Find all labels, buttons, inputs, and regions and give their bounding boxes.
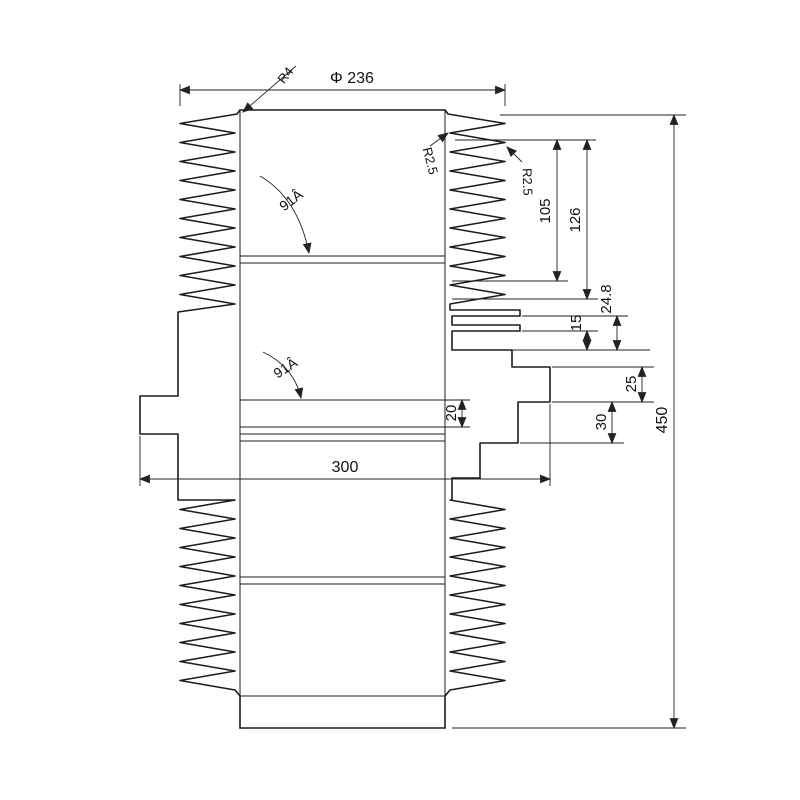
angle-mid-label: 91Â [270,354,300,381]
dim-105-label: 105 [537,198,554,223]
dim-248-label: 24.8 [598,284,615,313]
dim-450-label: 450 [654,407,671,434]
dim-r25a-label: R2.5 [420,146,441,176]
left-profile [139,109,241,729]
right-profile [444,109,551,729]
dim-20-label: 20 [443,405,460,422]
right-ext-lines [452,114,686,729]
dim-300-label: 300 [332,459,359,476]
r4-leader-line [242,65,297,113]
dim-r4-label: R4 [274,64,296,86]
lower-shoulder-lines [240,576,445,585]
dim-dia-ext-lines [179,84,506,106]
angle-mid-arc [262,351,304,400]
r25b-leader-line [506,146,523,163]
mid-step-lines [240,399,470,442]
angle-top-arc [259,175,312,255]
dim-30-label: 30 [593,414,610,431]
dim-diameter-label: Φ 236 [330,70,374,87]
dim-126-label: 126 [567,207,584,232]
dim-15-label: 15 [568,315,585,332]
r25a-leader-line [429,132,449,147]
dim-25-label: 25 [623,376,640,393]
angle-top-label: 91Â [276,186,306,214]
upper-shoulder-lines [240,255,445,264]
dim-r25b-label: R2.5 [520,168,536,196]
